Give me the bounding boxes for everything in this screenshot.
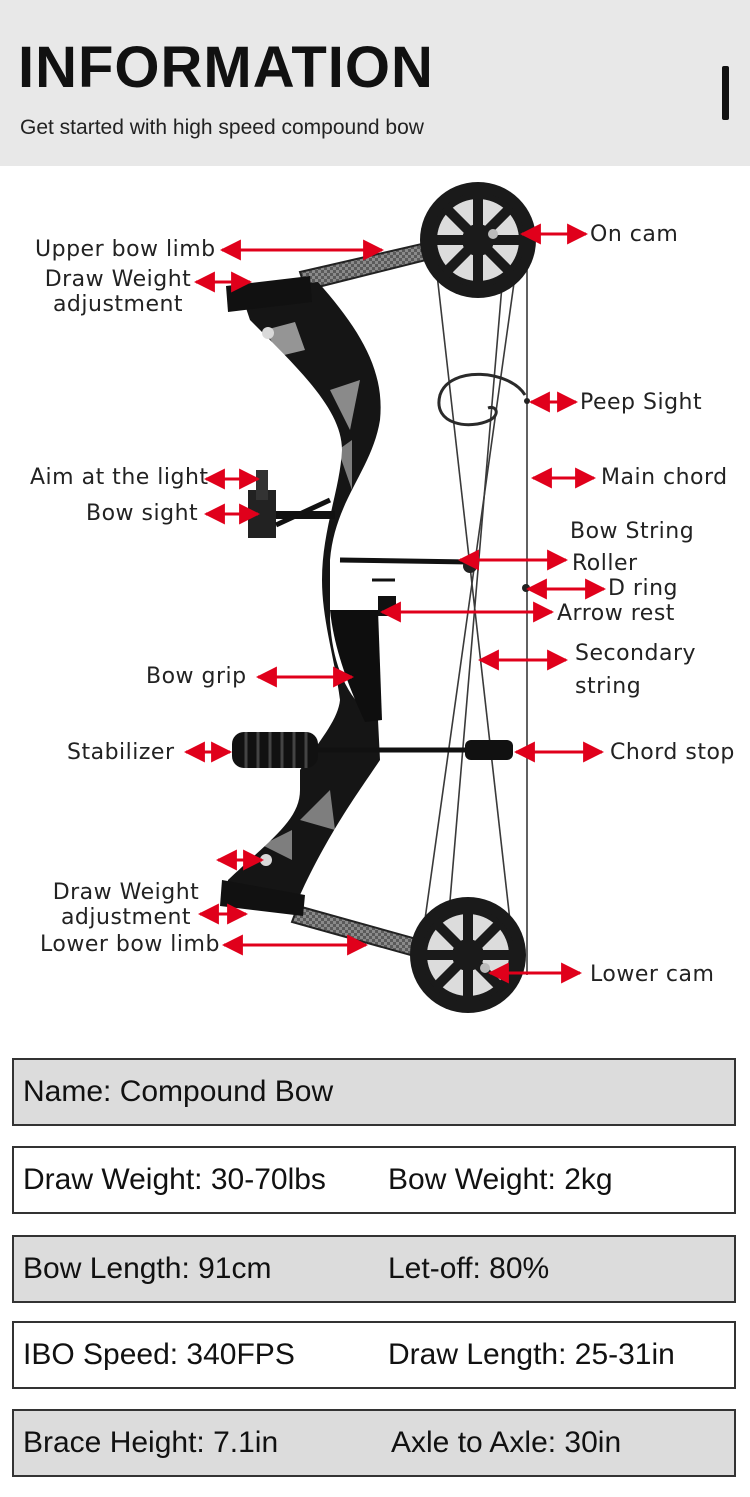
label-lower-cam: Lower cam — [590, 962, 715, 987]
label-secondary-string-1: Secondary — [575, 641, 697, 666]
spec-brace-height: Brace Height: 7.1in — [23, 1426, 279, 1459]
label-draw-weight-upper-1: Draw Weight — [44, 267, 192, 292]
spec-bow-length: Bow Length: 91cm — [23, 1252, 272, 1285]
spec-row-length: Bow Length: 91cm Let-off: 80% — [12, 1235, 736, 1303]
roller-guard — [339, 557, 471, 565]
label-bow-string-roller-2: Roller — [572, 551, 638, 576]
spec-name: Name: Compound Bow — [23, 1075, 334, 1108]
riser — [225, 282, 381, 895]
spec-row-weight: Draw Weight: 30-70lbs Bow Weight: 2kg — [12, 1146, 736, 1214]
label-chord-stop: Chord stop — [610, 740, 735, 765]
stabilizer-part — [232, 732, 513, 768]
label-main-chord: Main chord — [601, 465, 728, 490]
label-draw-weight-lower-1: Draw Weight — [52, 880, 200, 905]
spec-row-brace: Brace Height: 7.1in Axle to Axle: 30in — [12, 1409, 736, 1477]
spec-draw-length: Draw Length: 25-31in — [388, 1338, 675, 1371]
compound-bow-illustration — [183, 182, 607, 1013]
label-d-ring: D ring — [608, 576, 678, 601]
label-secondary-string-2: string — [575, 674, 642, 699]
header-banner: INFORMATION Get started with high speed … — [0, 0, 750, 166]
label-draw-weight-lower-2: adjustment — [60, 905, 192, 930]
label-lower-bow-limb: Lower bow limb — [40, 932, 220, 957]
label-bow-sight: Bow sight — [86, 501, 199, 526]
label-aim-at-the-light: Aim at the light — [30, 465, 209, 490]
bow-diagram: Upper bow limb Draw Weight adjustment On… — [0, 166, 750, 1046]
spec-row-speed: IBO Speed: 340FPS Draw Length: 25-31in — [12, 1321, 736, 1389]
spec-row-name: Name: Compound Bow — [12, 1058, 736, 1126]
spec-axle-to-axle: Axle to Axle: 30in — [391, 1426, 622, 1459]
grip — [330, 610, 382, 722]
upper-cam — [420, 182, 536, 298]
label-draw-weight-upper-2: adjustment — [52, 292, 184, 317]
header-accent-bar — [722, 66, 729, 120]
page-title: INFORMATION — [18, 35, 434, 100]
label-peep-sight: Peep Sight — [580, 390, 703, 415]
spec-ibo-speed: IBO Speed: 340FPS — [23, 1338, 295, 1371]
label-stabilizer: Stabilizer — [67, 740, 175, 765]
peep-sight-loop — [437, 372, 527, 427]
label-on-cam: On cam — [590, 222, 679, 247]
label-bow-grip: Bow grip — [146, 664, 247, 689]
label-bow-string-roller-1: Bow String — [570, 519, 695, 544]
spec-bow-weight: Bow Weight: 2kg — [388, 1163, 613, 1196]
page-subtitle: Get started with high speed compound bow — [20, 116, 424, 139]
callout-arrows — [183, 223, 607, 984]
spec-let-off: Let-off: 80% — [388, 1252, 550, 1285]
bow-strings — [419, 225, 528, 975]
lower-cam — [410, 897, 526, 1013]
label-upper-bow-limb: Upper bow limb — [35, 237, 216, 262]
spec-draw-weight: Draw Weight: 30-70lbs — [23, 1163, 326, 1196]
label-arrow-rest: Arrow rest — [557, 601, 675, 626]
bow-sight-assembly — [248, 470, 335, 538]
